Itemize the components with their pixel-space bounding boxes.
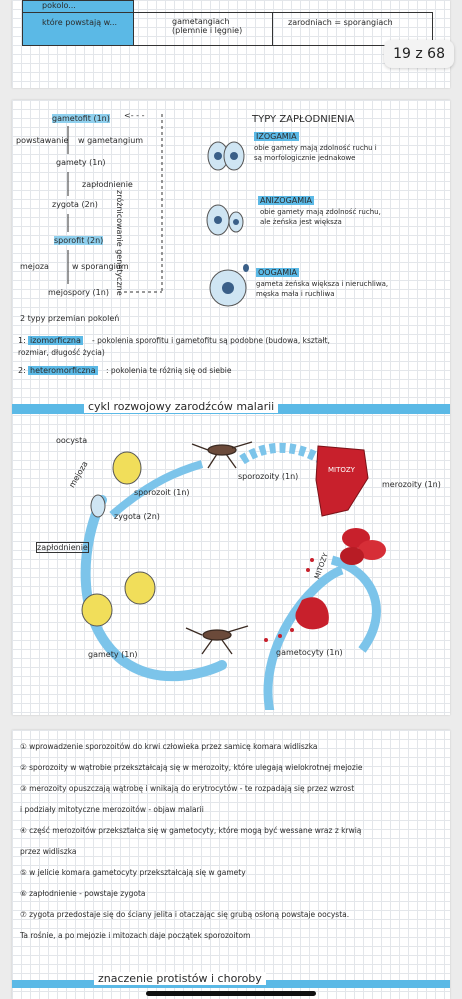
anizogamia-illustration <box>206 204 244 236</box>
izogamia-illustration <box>207 141 245 171</box>
p1-text: - pokolenia sporofitu i gametofitu są po… <box>92 336 330 345</box>
table-cell-3 <box>272 12 433 46</box>
malaria-title: cykl rozwojowy zarodźców malarii <box>84 400 279 413</box>
table-cell-2 <box>132 12 273 46</box>
typy-title: TYPY ZAPŁODNIENIA <box>252 114 355 125</box>
malaria-label-sporozoity: sporozoity (1n) <box>238 472 299 481</box>
p1-term: izomorficzna <box>28 336 83 345</box>
steps-list: ① wprowadzenie sporozoitów do krwi człow… <box>20 742 440 952</box>
cycle-mejospory: mejospory (1n) <box>48 288 109 297</box>
malaria-label-sporozoit: sporozoit (1n) <box>134 488 190 497</box>
oogamia-desc-1: gameta żeńska większa i nieruchliwa, <box>256 280 389 288</box>
notes-page-1: pokolo... które powstają w... gametangia… <box>12 0 450 88</box>
step-line: ⑤ w jelicie komara gametocyty przekształ… <box>20 868 246 877</box>
anizogamia-desc-1: obie gamety mają zdolność ruchu, <box>260 208 381 216</box>
notes-page-2: gametofit (1n) <- - - powstawanie w game… <box>12 100 450 715</box>
table-cell-zarodnie: zarodniach = sporangiach <box>288 18 393 27</box>
step-line: Ta rośnie, a po mejozie i mitozach daje … <box>20 931 251 940</box>
step-line: ⑦ zygota przedostaje się do ściany jelit… <box>20 910 350 919</box>
izogamia-desc-1: obie gamety mają zdolność ruchu i <box>254 144 377 152</box>
oogamia-illustration <box>209 264 249 307</box>
przemiany-title: 2 typy przemian pokoleń <box>20 314 120 323</box>
table-row2-label: które powstają w... <box>42 18 118 27</box>
znaczenie-title: znaczenie protistów i choroby <box>94 972 266 985</box>
malaria-label-mitozy-top: MITOZY <box>328 466 355 474</box>
table-top: pokolo... które powstają w... gametangia… <box>22 0 434 46</box>
cycle-powstawanie: powstawanie <box>16 136 69 145</box>
malaria-label-gamety: gamety (1n) <box>88 650 138 659</box>
table-label-cell-2 <box>22 12 134 46</box>
p2-num: 2: <box>18 366 26 375</box>
malaria-label-zaplodnienie: zapłodnienie <box>36 542 89 553</box>
home-indicator[interactable] <box>146 991 316 996</box>
p1-num: 1: <box>18 336 26 345</box>
malaria-label-merozoity: merozoity (1n) <box>382 480 441 489</box>
step-line: ② sporozoity w wątrobie przekształcają s… <box>20 763 363 772</box>
cycle-w-gametangium: w gametangium <box>78 136 144 145</box>
table-row1-label: pokolo... <box>42 1 76 10</box>
step-line: ① wprowadzenie sporozoitów do krwi człow… <box>20 742 318 751</box>
cycle-w-sporangium: w sporangium <box>72 262 129 271</box>
step-line: ④ część merozoitów przekształca się w ga… <box>20 826 362 835</box>
table-cell-gametangia: gametangiach (plemnie i lęgnie) <box>172 17 243 35</box>
p2-term: heteromorficzna <box>28 366 98 375</box>
cycle-zygota: zygota (2n) <box>52 200 98 209</box>
oogamia-name: OOGAMIA <box>256 268 299 277</box>
p2-text: : pokolenia te różnią się od siebie <box>106 366 232 375</box>
step-line: ⑥ zapłodnienie - powstaje zygota <box>20 889 146 898</box>
oogamia-desc-2: męska mała i ruchliwa <box>256 290 335 298</box>
notes-page-3: ① wprowadzenie sporozoitów do krwi człow… <box>12 730 450 999</box>
step-line: przez widliszka <box>20 847 77 856</box>
cycle-sporofit: sporofit (2n) <box>54 236 104 245</box>
izogamia-desc-2: są morfologicznie jednakowe <box>254 154 356 162</box>
anizogamia-name: ANIZOGAMIA <box>258 196 314 205</box>
p1-text-2: rozmiar, długość życia) <box>18 348 105 357</box>
cycle-gametofit: gametofit (1n) <box>52 114 110 123</box>
step-line: i podziały mitotyczne merozoitów - objaw… <box>20 805 204 814</box>
cycle-arrows <box>67 114 163 293</box>
malaria-label-gametocyty: gametocyty (1n) <box>276 648 343 657</box>
cycle-vertical-label: zróżnicowanie genetyczne <box>115 190 124 296</box>
malaria-label-oocysta: oocysta <box>56 436 88 445</box>
malaria-label-zygota: zygota (2n) <box>114 512 160 521</box>
anizogamia-desc-2: ale żeńska jest większa <box>260 218 342 226</box>
cycle-mejoza: mejoza <box>20 262 49 271</box>
cycle-dash-arrow: <- - - <box>124 111 145 120</box>
izogamia-name: IZOGAMIA <box>254 132 299 141</box>
cycle-gamety: gamety (1n) <box>56 158 106 167</box>
malaria-cycle-diagram <box>80 441 386 710</box>
page-counter-badge: 19 z 68 <box>384 40 454 68</box>
step-line: ③ merozoity opuszczają wątrobę i wnikają… <box>20 784 355 793</box>
cycle-zaplodnienie: zapłodnienie <box>82 180 133 189</box>
